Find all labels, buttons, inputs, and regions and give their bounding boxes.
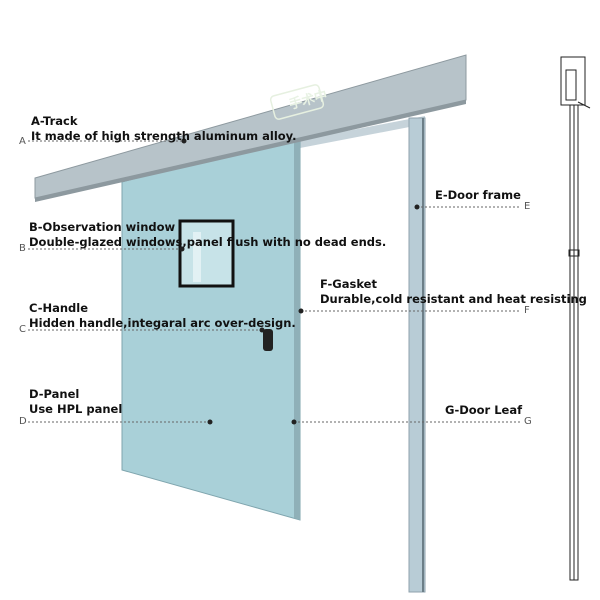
callout-b-letter: B xyxy=(19,243,26,254)
callout-d-letter: D xyxy=(19,416,27,427)
callout-b-desc: Double-glazed windows,panel flush with n… xyxy=(29,235,387,249)
callout-e-letter: E xyxy=(524,201,531,212)
callout-g-title: G-Door Leaf xyxy=(445,403,523,417)
door-frame-top xyxy=(300,116,425,148)
callout-c-letter: C xyxy=(19,324,26,335)
callout-g-letter: G xyxy=(524,416,532,427)
side-section-drawing xyxy=(560,56,591,581)
callout-a-desc: It made of high strength aluminum alloy. xyxy=(31,129,297,143)
callout-d-title: D-Panel xyxy=(29,387,80,401)
door-frame-post xyxy=(408,117,426,593)
callout-f-letter: F xyxy=(524,305,530,316)
observation-window xyxy=(178,219,235,288)
callout-a-letter: A xyxy=(19,136,26,147)
callout-f-title: F-Gasket xyxy=(320,277,377,291)
handle xyxy=(263,329,273,351)
callout-c-desc: Hidden handle,integaral arc over-design. xyxy=(29,316,296,330)
callout-e-title: E-Door frame xyxy=(435,188,521,202)
operating-sign xyxy=(269,84,325,120)
callout-f-desc: Durable,cold resistant and heat resistin… xyxy=(320,292,587,306)
callout-d-desc: Use HPL panel xyxy=(29,402,123,416)
callout-b-title: B-Observation window xyxy=(29,220,176,234)
callout-c-title: C-Handle xyxy=(29,301,89,315)
callout-a-title: A-Track xyxy=(31,114,78,128)
